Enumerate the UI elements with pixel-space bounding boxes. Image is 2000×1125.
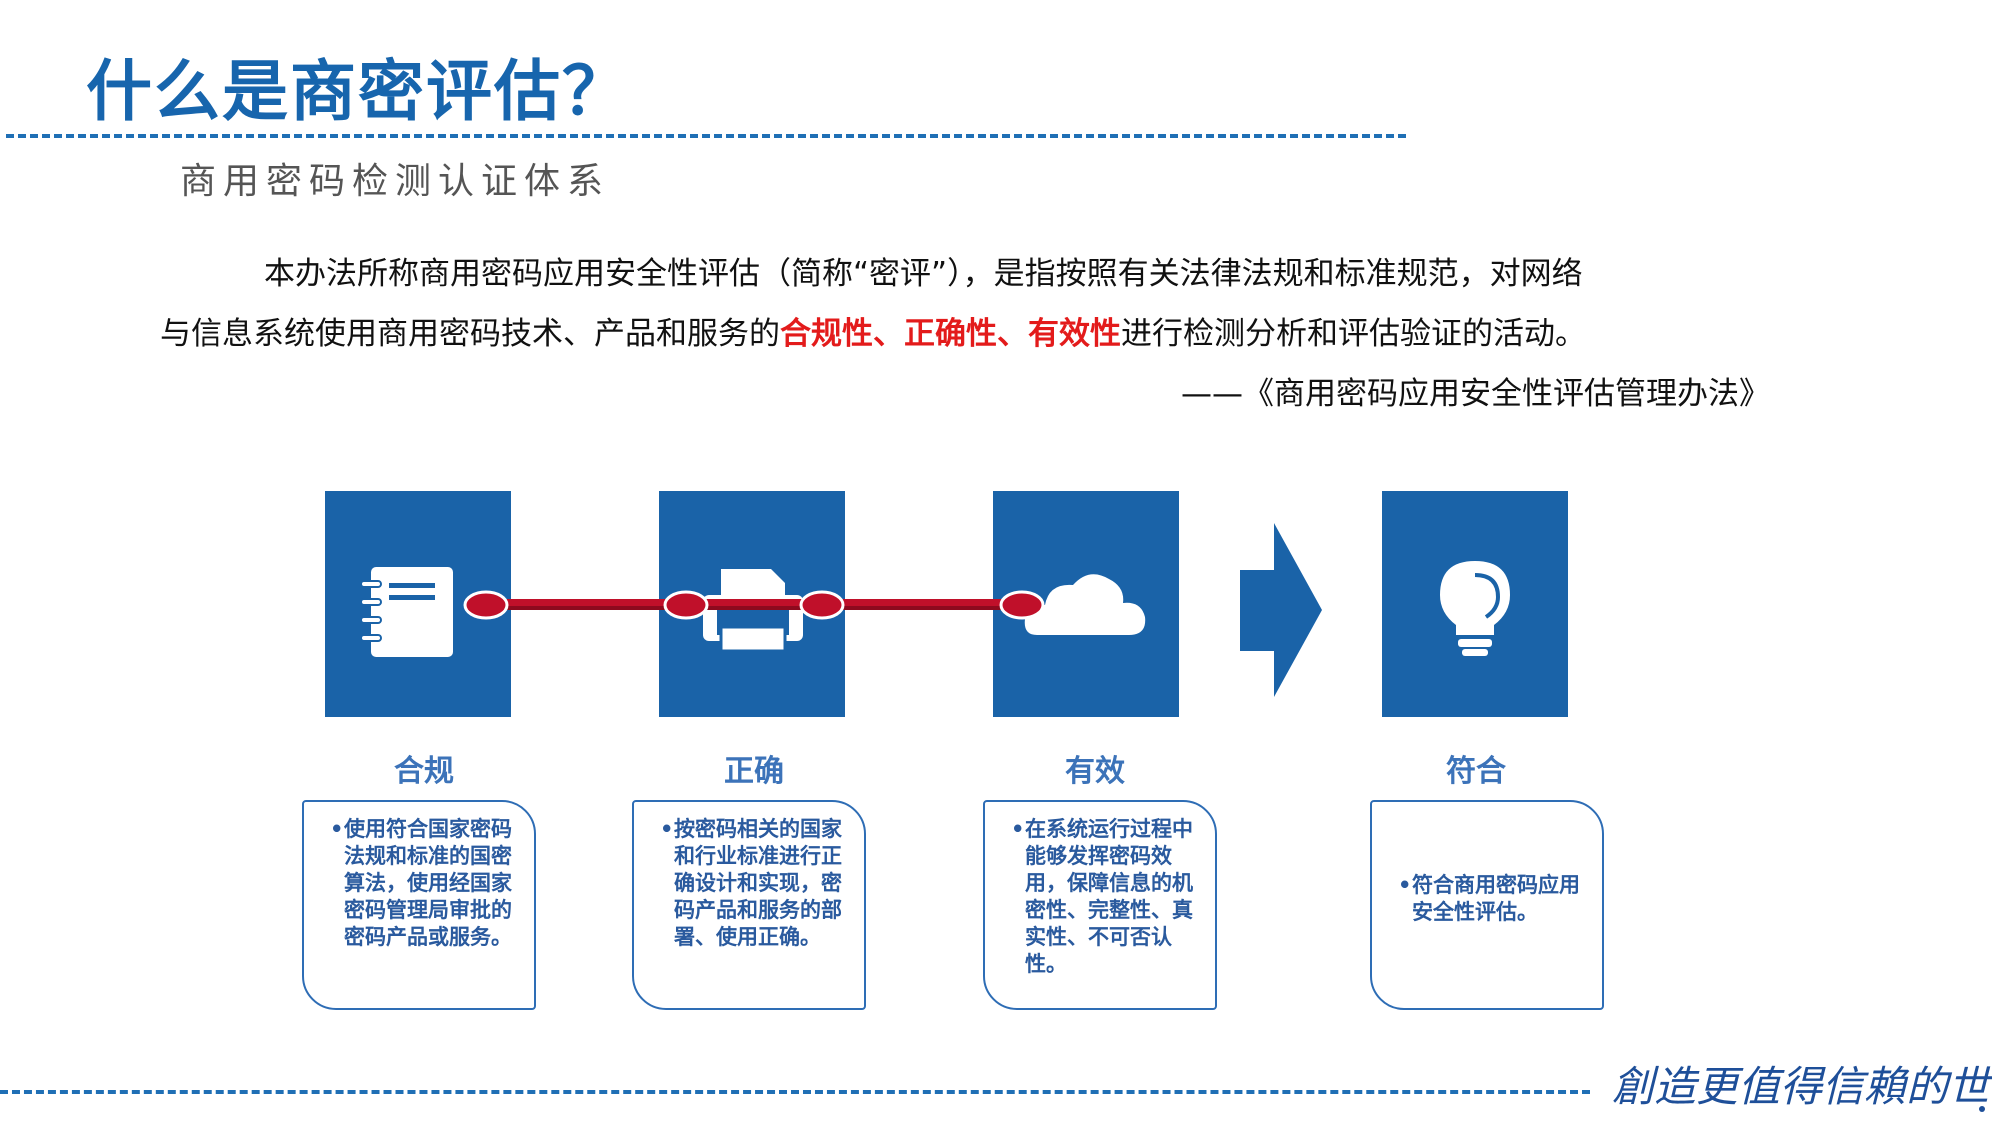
quote-line-2: 与信息系统使用商用密码技术、产品和服务的合规性、正确性、有效性进行检测分析和评估… [160,304,1770,364]
step-description-text: 符合商用密码应用安全性评估。 [1398,872,1590,926]
step-description-effectiveness: 在系统运行过程中能够发挥密码效用，保障信息的机密性、完整性、真实性、不可否认性。 [983,800,1217,1010]
brand-slogan-text: 創造更值得信賴的世界 [1612,1062,1992,1111]
step-description-text: 在系统运行过程中能够发挥密码效用，保障信息的机密性、完整性、真实性、不可否认性。 [1011,816,1203,978]
lightbulb-icon [1440,561,1510,656]
quote-highlight: 合规性、正确性、有效性 [780,316,1121,352]
quote-source: ——《商用密码应用安全性评估管理办法》 [1181,376,1770,412]
page-title: 什么是商密评估？ [86,52,630,130]
quote-line-2-start: 与信息系统使用商用密码技术、产品和服务的 [160,316,780,352]
step-label-correctness: 正确 [724,754,784,789]
step-description-correctness: 按密码相关的国家和行业标准进行正确设计和实现，密码产品和服务的部署、使用正确。 [632,800,866,1010]
step-description-conformance: 符合商用密码应用安全性评估。 [1370,800,1604,1010]
step-label-compliance: 合规 [394,754,454,789]
step-label-conformance: 符合 [1446,754,1506,789]
step-label-effectiveness: 有效 [1065,754,1125,789]
step-description-text: 使用符合国家密码法规和标准的国密算法，使用经国家密码管理局审批的密码产品或服务。 [330,816,522,951]
arrow-right-icon [1240,523,1322,697]
brand-slogan-logo: 創造更值得信賴的世界 [1612,1062,1992,1112]
definition-quote: 本办法所称商用密码应用安全性评估（简称“密评”），是指按照有关法律法规和标准规范… [160,244,1770,424]
step-description-compliance: 使用符合国家密码法规和标准的国密算法，使用经国家密码管理局审批的密码产品或服务。 [302,800,536,1010]
notebook-icon [360,567,453,657]
top-dashed-divider [6,134,1406,138]
cloud-icon [1024,574,1146,635]
step-description-text: 按密码相关的国家和行业标准进行正确设计和实现，密码产品和服务的部署、使用正确。 [660,816,852,951]
bottom-dashed-divider [0,1090,1590,1094]
page-subtitle: 商用密码检测认证体系 [180,161,611,202]
quote-line-1: 本办法所称商用密码应用安全性评估（简称“密评”），是指按照有关法律法规和标准规范… [264,256,1583,292]
quote-line-2-end: 进行检测分析和评估验证的活动。 [1121,316,1586,352]
step-box-conformance [1382,491,1568,717]
